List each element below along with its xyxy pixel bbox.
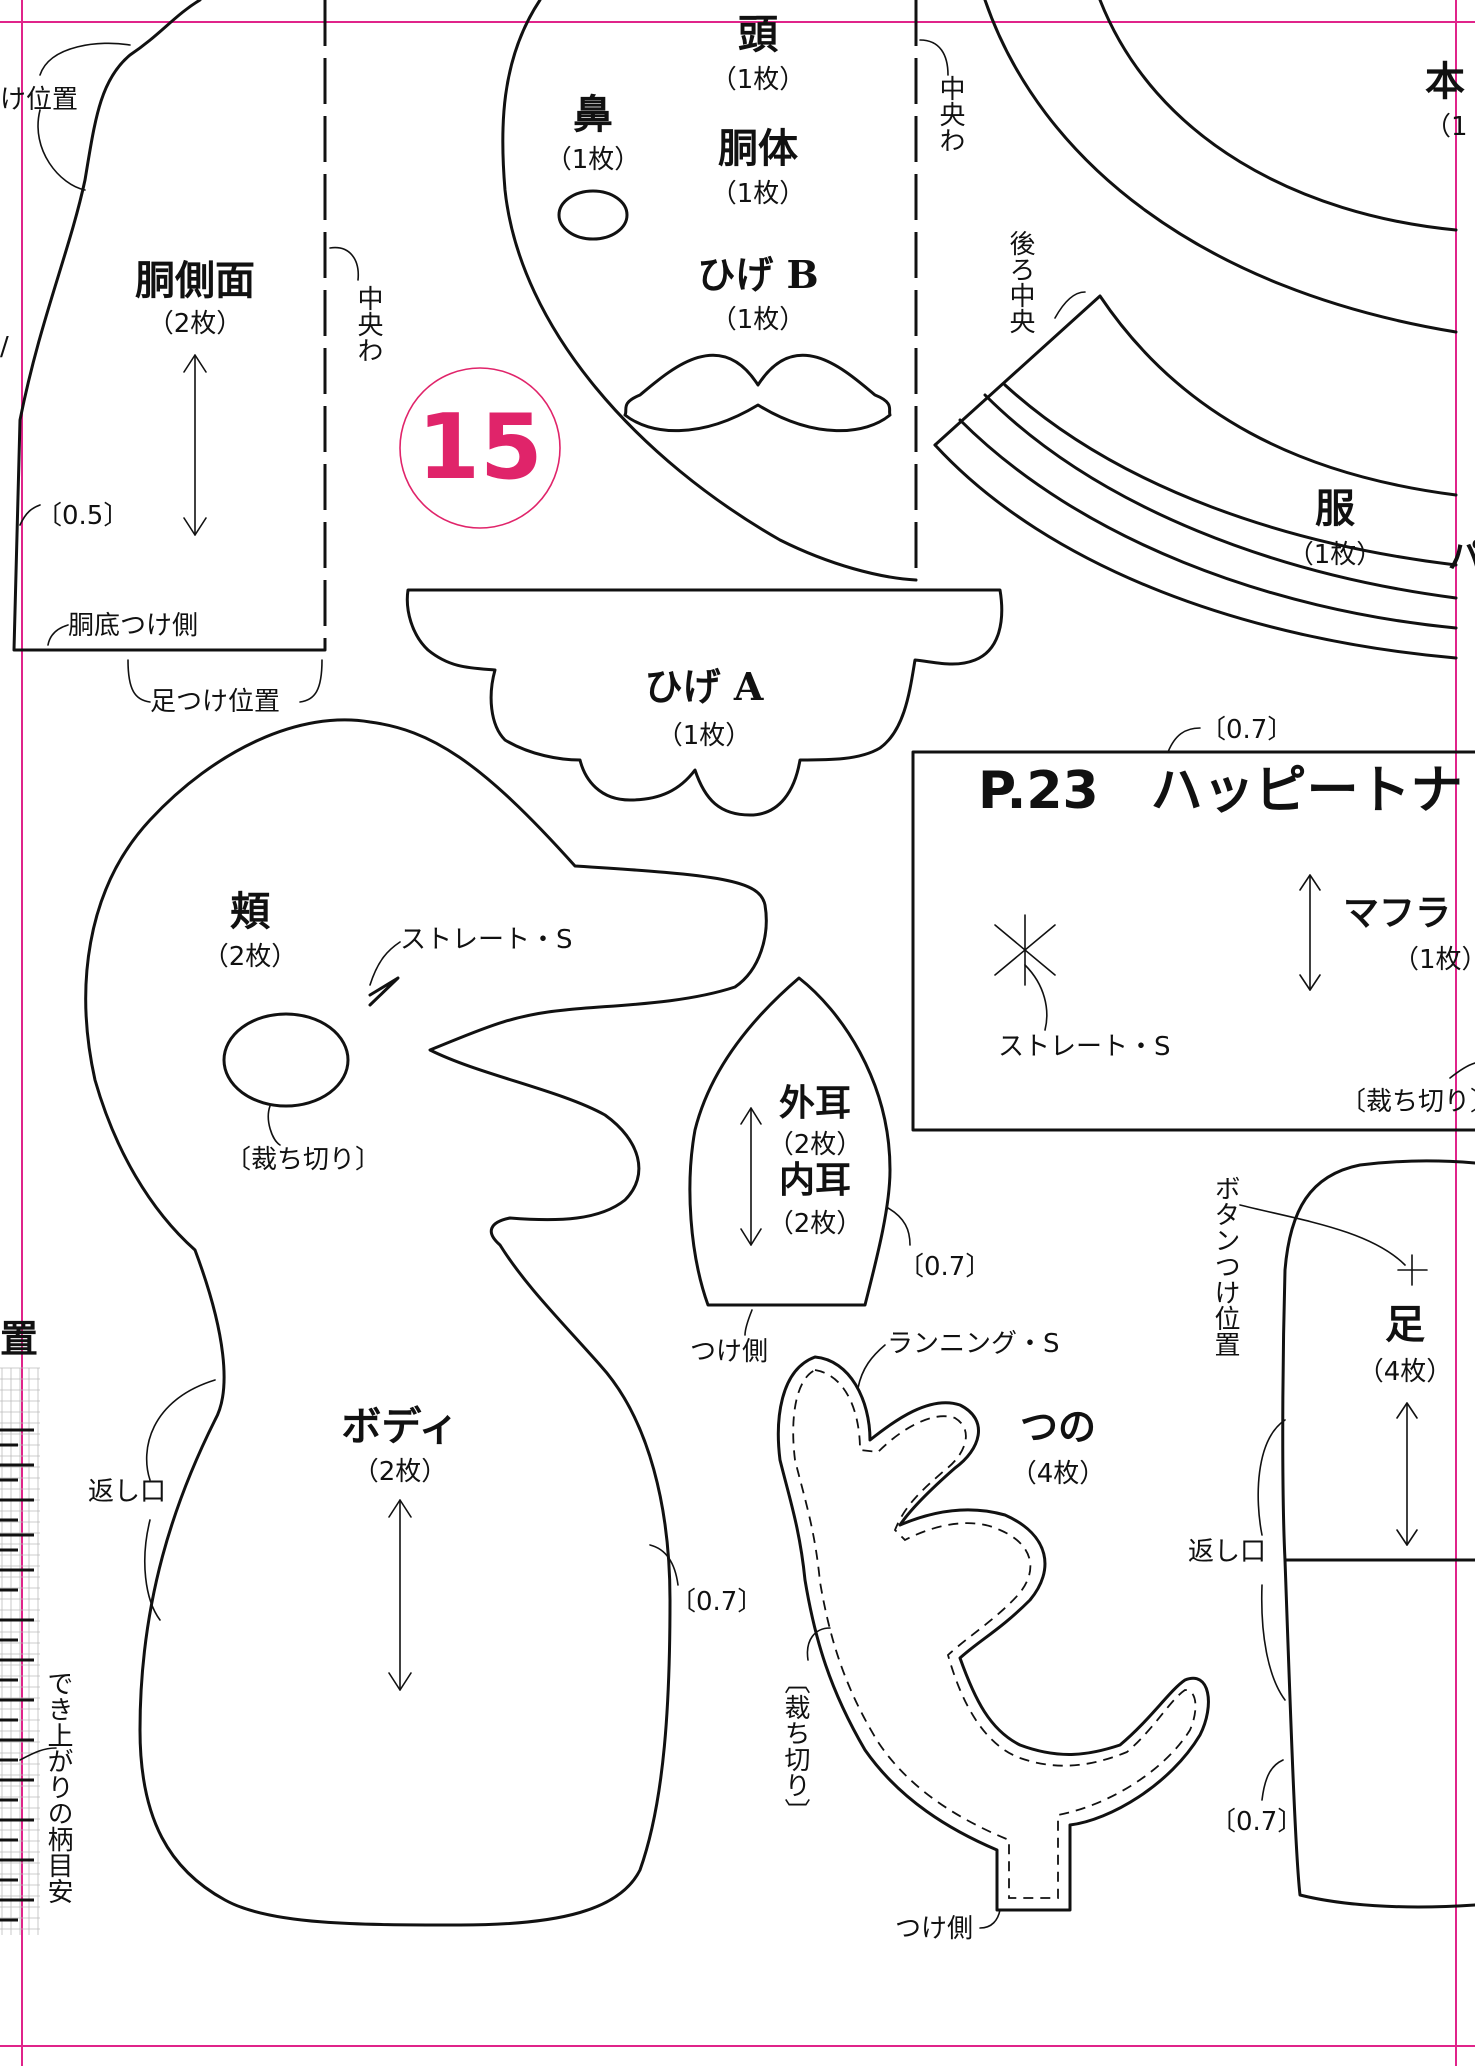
hoho-name: 頬 xyxy=(230,888,271,935)
grain-arrow xyxy=(1299,874,1321,991)
grain-arrow xyxy=(1396,1402,1418,1546)
note-tsuke-ichi: け位置 xyxy=(0,85,78,115)
ashi-name: 足 xyxy=(1385,1301,1425,1348)
note-ushiro-chuou: 後ろ中央 xyxy=(1005,230,1035,334)
note-straight-s-1: ストレート・S xyxy=(400,925,573,955)
grain-arrow xyxy=(740,1107,762,1246)
fuku-name: 服 xyxy=(1315,485,1355,532)
note-tsuke-gawa-1: つけ側 xyxy=(690,1337,768,1367)
p23-title: P.23 ハッピートナ xyxy=(978,761,1463,821)
hana-count: （1枚） xyxy=(546,145,641,175)
fuku-count: （1枚） xyxy=(1288,540,1383,570)
note-dou-zoko: 胴底つけ側 xyxy=(68,611,198,641)
note-straight-s-2: ストレート・S xyxy=(998,1032,1171,1062)
fuku-piece: 服 （1枚） 本 （1 パ 後ろ中央 xyxy=(933,0,1475,660)
hoho-shape xyxy=(222,1012,350,1108)
hige-a-count: （1枚） xyxy=(657,721,752,751)
hon-count: （1 xyxy=(1425,112,1468,142)
hige-b-shape xyxy=(623,353,892,433)
partial-pa: パ xyxy=(1448,537,1475,577)
dekiagari-grid: 置 でき上がりの柄目安 xyxy=(0,1316,73,1935)
kashira-doutai-piece: 頭 （1枚） 鼻 （1枚） 胴体 （1枚） ひげ B （1枚） 中央わ xyxy=(501,0,965,582)
sotomimi-name: 外耳 xyxy=(779,1082,851,1124)
dou-sokumen-count: （2枚） xyxy=(148,309,243,339)
hon-name: 本 xyxy=(1425,58,1465,105)
note-kaeshiguchi-1: 返し口 xyxy=(88,1477,166,1507)
hige-a-piece: ひげ A （1枚） xyxy=(405,588,1004,817)
note-button-ichi: ボタンつけ位置 xyxy=(1210,1175,1240,1357)
oki-label: 置 xyxy=(0,1316,38,1361)
muffler-name: マフラ xyxy=(1343,892,1451,934)
tsuno-piece: つの （4枚） ランニング・S 〔裁ち切り〕 つけ側 xyxy=(776,1329,1210,1944)
note-seam-07-1: 〔0.7〕 xyxy=(670,1587,763,1617)
straight-stitch-asterisk xyxy=(994,914,1056,986)
tsuno-count: （4枚） xyxy=(1011,1459,1106,1489)
hige-a-name: ひげ A xyxy=(645,664,764,709)
hige-b-count: （1枚） xyxy=(711,305,806,335)
note-running-s: ランニング・S xyxy=(887,1329,1060,1359)
p23-box: P.23 ハッピートナ ストレート・S マフラ （1枚） 〔裁ち切り〕 〔0.7… xyxy=(911,715,1475,1132)
note-saichigiri-1: 〔裁ち切り〕 xyxy=(225,1145,381,1175)
doutai-count: （1枚） xyxy=(711,179,806,209)
grain-arrow xyxy=(388,1499,412,1691)
note-saichigiri-3: 〔裁ち切り〕 xyxy=(1340,1087,1475,1117)
note-seam-05: 〔0.5〕 xyxy=(36,501,129,531)
hige-b-name: ひげ B xyxy=(697,252,818,297)
kashira-count: （1枚） xyxy=(711,65,806,95)
uchimimi-count: （2枚） xyxy=(768,1209,863,1239)
hana-shape xyxy=(557,189,629,241)
note-saichigiri-2: 〔裁ち切り〕 xyxy=(780,1668,810,1824)
note-seam-07-2: 〔0.7〕 xyxy=(898,1252,991,1282)
note-kaeshiguchi-2: 返し口 xyxy=(1188,1537,1266,1567)
dou-sokumen-name: 胴側面 xyxy=(135,257,255,304)
mimi-piece: 外耳 （2枚） 内耳 （2枚） 〔0.7〕 つけ側 xyxy=(688,976,991,1367)
body-piece: 頬 （2枚） ストレート・S 〔裁ち切り〕 ボディ （2枚） 返し口 〔0.7〕 xyxy=(84,718,768,1927)
grain-arrow xyxy=(183,354,207,536)
page-number-badge: 15 xyxy=(399,367,561,529)
hana-name: 鼻 xyxy=(573,91,613,138)
sotomimi-count: （2枚） xyxy=(768,1130,863,1160)
body-name: ボディ xyxy=(341,1403,458,1450)
note-seam-07-4: 〔0.7〕 xyxy=(1210,1807,1303,1837)
uchimimi-name: 内耳 xyxy=(779,1159,851,1201)
note-seam-07-3: 〔0.7〕 xyxy=(1200,715,1293,745)
doutai-name: 胴体 xyxy=(718,125,798,172)
svg-text:/: / xyxy=(0,332,9,362)
note-ashi-tsuke: 足つけ位置 xyxy=(150,687,280,717)
note-tsuke-gawa-2: つけ側 xyxy=(895,1914,973,1944)
muffler-count: （1枚） xyxy=(1393,945,1475,975)
tsuno-name: つの xyxy=(1020,1404,1096,1449)
hoho-count: （2枚） xyxy=(203,942,298,972)
ashi-count: （4枚） xyxy=(1358,1357,1453,1387)
note-dekiagari: でき上がりの柄目安 xyxy=(43,1670,73,1904)
note-chuou-wa-1: 中央わ xyxy=(353,285,383,363)
page-number: 15 xyxy=(417,395,542,500)
dou-sokumen-piece: 胴側面 （2枚） け位置 中央わ 〔0.5〕 胴底つけ側 足つけ位置 / xyxy=(0,0,383,717)
body-count: （2枚） xyxy=(353,1457,448,1487)
ashi-piece: 足 （4枚） ボタンつけ位置 返し口 〔0.7〕 xyxy=(1188,1159,1475,1909)
kashira-name: 頭 xyxy=(738,11,779,58)
note-chuou-wa-2: 中央わ xyxy=(935,75,965,153)
